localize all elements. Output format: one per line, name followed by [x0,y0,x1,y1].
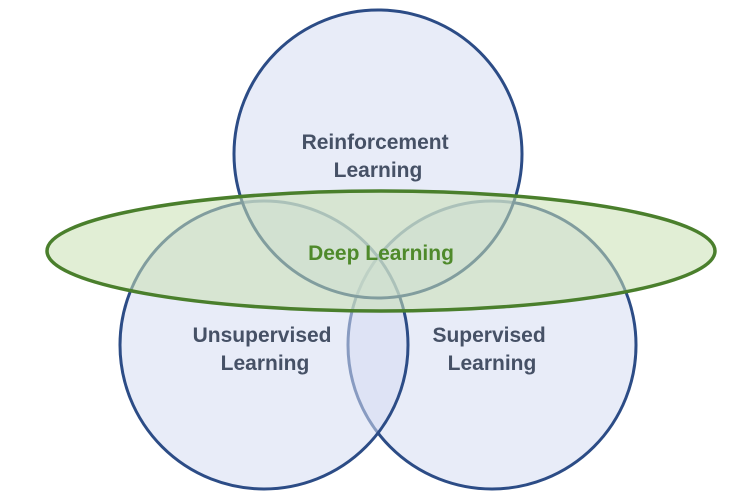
supervised-label-line1: Supervised [432,324,545,347]
supervised-label-line2: Learning [448,352,537,375]
deep-learning-label: Deep Learning [308,242,454,265]
reinforcement-label-line1: Reinforcement [302,131,449,154]
reinforcement-learning-label: Reinforcement Learning [302,131,455,182]
supervised-learning-label: Supervised Learning [432,324,551,375]
unsupervised-label-line2: Learning [221,352,310,375]
unsupervised-learning-label: Unsupervised Learning [193,324,338,375]
reinforcement-label-line2: Learning [334,159,423,182]
deep-learning-ellipse [45,189,717,313]
unsupervised-label-line1: Unsupervised [193,324,332,347]
